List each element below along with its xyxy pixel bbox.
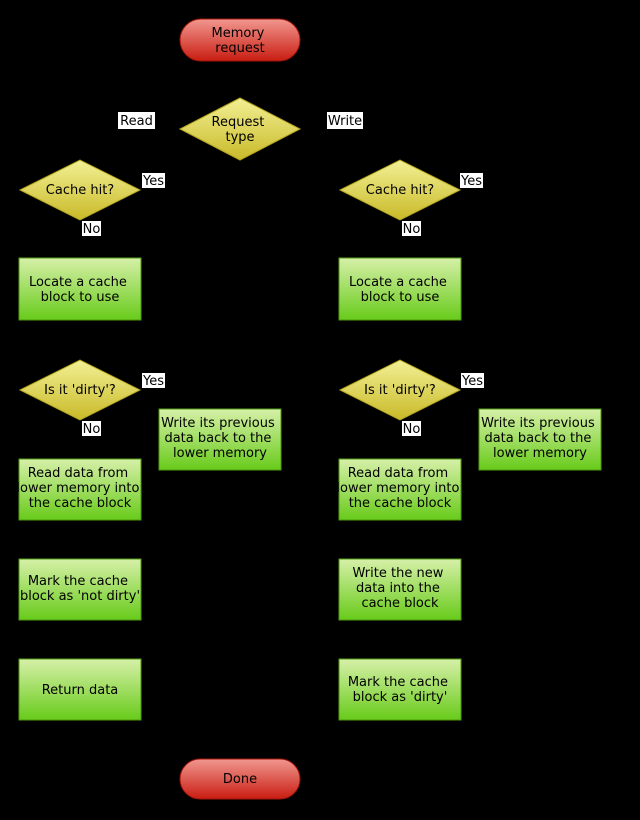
mark-not-dirty-label: Mark the cache block as 'not dirty' [20,574,140,604]
return-data-shape [18,658,142,721]
edge-labels: Read Write Yes No Yes No Yes No [82,112,484,437]
node-return-data: Return data [18,658,142,721]
edge-label-cache-hit-read-yes-text: Yes [142,174,164,189]
edge-label-write: Write [327,112,363,129]
edge-label-is-dirty-write-yes: Yes [461,373,484,389]
locate-block-read-shape [18,257,142,321]
edge-label-is-dirty-write-no-text: No [403,422,421,437]
edge-label-cache-hit-write-no: No [402,221,421,237]
edge-label-cache-hit-read-no: No [82,221,101,237]
start-shape [179,18,301,62]
locate-block-read-label: Locate a cache block to use [29,275,131,305]
is-dirty-read-shape [18,359,142,421]
edge-label-is-dirty-write-yes-text: Yes [461,374,483,389]
mark-dirty-label: Mark the cache block as 'dirty' [348,675,452,705]
write-new-data-label: Write the new data into the cache block [353,566,448,611]
read-lower-read-label: Read data from lower memory into the cac… [16,466,143,511]
edge-label-cache-hit-read-no-text: No [83,222,101,237]
cache-hit-write-label: Cache hit? [366,183,434,198]
locate-block-write-label: Locate a cache block to use [349,275,451,305]
read-lower-write-label: Read data from lower memory into the cac… [336,466,463,511]
edge-label-is-dirty-write-no: No [402,421,421,437]
edge-label-read-text: Read [120,114,153,129]
node-read-lower-read: Read data from lower memory into the cac… [16,458,143,521]
edge-label-cache-hit-read-yes: Yes [142,173,165,189]
return-data-label: Return data [42,683,119,698]
edge-label-is-dirty-read-yes: Yes [142,373,165,389]
edge-label-cache-hit-write-yes-text: Yes [460,174,482,189]
edge-label-cache-hit-write-no-bg [402,221,421,236]
node-write-back-read: Write its previous data back to the lowe… [158,408,282,471]
write-new-data-shape [338,558,462,621]
locate-block-write-shape [338,257,462,321]
edge-label-is-dirty-read-no-text: No [83,422,101,437]
read-lower-write-shape [338,458,462,521]
cache-hit-read-shape [18,159,142,221]
node-is-dirty-read: Is it 'dirty'? [18,359,142,421]
write-back-read-label: Write its previous data back to the lowe… [161,416,279,461]
write-back-read-shape [158,408,282,471]
edge-dirty-read-yes [140,389,224,412]
edge-label-is-dirty-read-no: No [82,421,101,437]
start-label: Memory request [211,26,268,56]
cache-hit-write-shape [338,159,462,221]
edge-label-is-dirty-read-no-bg [82,421,101,436]
is-dirty-read-label: Is it 'dirty'? [44,383,116,398]
edge-label-is-dirty-read-yes-bg [142,373,165,388]
node-mark-dirty: Mark the cache block as 'dirty' [338,658,462,721]
node-request-type: Request type [178,97,302,161]
edge-cache-hit-read-yes [137,189,153,694]
edge-label-read-bg [118,112,155,129]
node-read-lower-write: Read data from lower memory into the cac… [336,458,463,521]
edge-writeback-write-to-readlower [457,468,541,494]
edge-label-read: Read [118,112,155,129]
edge-mark-dirty-to-done [236,718,401,762]
request-type-shape [178,97,302,161]
edge-label-cache-hit-write-yes-bg [460,173,483,188]
edge-label-write-text: Write [328,114,362,129]
mark-dirty-shape [338,658,462,721]
edge-dirty-write-yes [460,389,544,412]
read-lower-read-shape [18,458,142,521]
edge-label-write-bg [327,112,363,129]
node-locate-block-write: Locate a cache block to use [338,257,462,321]
write-back-write-shape [478,408,602,471]
request-type-label: Request type [212,115,269,145]
node-is-dirty-write: Is it 'dirty'? [338,359,462,421]
node-start: Memory request [179,18,301,62]
done-label: Done [223,772,257,787]
edge-label-is-dirty-write-no-bg [402,421,421,436]
edge-label-cache-hit-read-no-bg [82,221,101,236]
edge-label-is-dirty-write-yes-bg [461,373,484,388]
cache-hit-read-label: Cache hit? [46,183,114,198]
done-shape [179,758,301,800]
is-dirty-write-shape [338,359,462,421]
node-mark-not-dirty: Mark the cache block as 'not dirty' [18,558,142,621]
edge-label-cache-hit-write-no-text: No [403,222,421,237]
node-write-back-write: Write its previous data back to the lowe… [478,408,602,471]
edge-label-cache-hit-read-yes-bg [142,173,165,188]
write-back-write-label: Write its previous data back to the lowe… [481,416,599,461]
node-cache-hit-read: Cache hit? [18,159,142,221]
edge-writeback-read-to-readlower [137,468,221,494]
mark-not-dirty-shape [18,558,142,621]
node-cache-hit-write: Cache hit? [338,159,462,221]
node-locate-block-read: Locate a cache block to use [18,257,142,321]
is-dirty-write-label: Is it 'dirty'? [364,383,436,398]
edge-label-cache-hit-write-yes: Yes [460,173,483,189]
node-write-new-data: Write the new data into the cache block [338,558,462,621]
node-done: Done [179,758,301,800]
edge-label-is-dirty-read-yes-text: Yes [142,374,164,389]
